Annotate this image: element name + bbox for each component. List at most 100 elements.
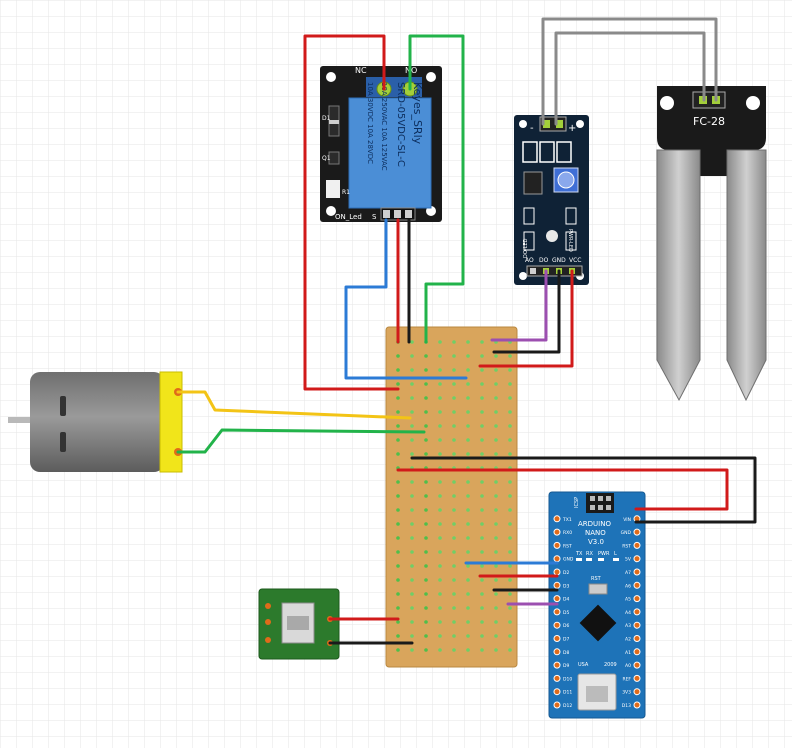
arduino-pin-label: D12 bbox=[563, 703, 572, 709]
arduino-pin-left bbox=[553, 581, 561, 589]
arduino-pin-label: GND bbox=[563, 557, 574, 563]
perfboard-hole bbox=[494, 410, 498, 414]
perfboard-hole bbox=[494, 438, 498, 442]
usb-power-module bbox=[258, 588, 340, 660]
perfboard-hole bbox=[410, 382, 414, 386]
perfboard-hole bbox=[410, 340, 414, 344]
sensor-pin-gnd: GND bbox=[552, 257, 566, 264]
perfboard-hole bbox=[396, 536, 400, 540]
perfboard-hole bbox=[438, 396, 442, 400]
perfboard-hole bbox=[508, 368, 512, 372]
perfboard-hole bbox=[466, 382, 470, 386]
arduino-pin-label: REF bbox=[622, 676, 631, 682]
perfboard-hole bbox=[466, 634, 470, 638]
sensor-pwr-led-label: PWR-LED bbox=[567, 229, 573, 252]
arduino-tx-label: TX bbox=[575, 551, 583, 557]
arduino-pin-right bbox=[633, 581, 641, 589]
wire-probe-gray-2 bbox=[541, 17, 718, 126]
arduino-line2: NANO bbox=[585, 529, 606, 537]
perfboard-hole bbox=[508, 634, 512, 638]
perfboard-hole bbox=[494, 648, 498, 652]
arduino-pin-left bbox=[553, 568, 561, 576]
perfboard-hole bbox=[494, 634, 498, 638]
perfboard-hole bbox=[508, 550, 512, 554]
arduino-pin-label: A3 bbox=[625, 623, 631, 629]
perfboard-hole bbox=[480, 480, 484, 484]
relay-cube bbox=[348, 97, 432, 209]
perfboard-hole bbox=[410, 620, 414, 624]
perfboard-hole bbox=[424, 606, 428, 610]
relay-transistor bbox=[328, 151, 340, 165]
arduino-pin-right bbox=[633, 674, 641, 682]
perfboard-hole bbox=[466, 340, 470, 344]
arduino-pin-label: A7 bbox=[625, 570, 631, 576]
perfboard-hole bbox=[508, 452, 512, 456]
perfboard-hole bbox=[452, 508, 456, 512]
perfboard-hole bbox=[410, 508, 414, 512]
perfboard-hole bbox=[480, 354, 484, 358]
arduino-pin-left bbox=[553, 635, 561, 642]
perfboard-hole bbox=[396, 578, 400, 582]
arduino-pin-right bbox=[633, 648, 641, 656]
sensor-top-pin bbox=[556, 120, 563, 128]
wire-arduino-vin-red bbox=[396, 468, 729, 511]
perfboard-hole bbox=[466, 606, 470, 610]
arduino-pin-left bbox=[553, 541, 561, 549]
perfboard-hole bbox=[494, 396, 498, 400]
perfboard-hole bbox=[508, 522, 512, 526]
sensor-plus-label: + bbox=[568, 123, 576, 134]
perfboard-hole bbox=[466, 592, 470, 596]
perfboard-hole bbox=[452, 494, 456, 498]
perfboard-hole bbox=[410, 480, 414, 484]
perfboard-hole bbox=[452, 522, 456, 526]
perfboard-hole bbox=[410, 550, 414, 554]
perfboard-hole bbox=[452, 564, 456, 568]
perfboard-hole bbox=[438, 382, 442, 386]
perfboard-hole bbox=[396, 592, 400, 596]
perfboard-hole bbox=[424, 564, 428, 568]
perfboard-hole bbox=[466, 424, 470, 428]
relay-led-label: ON_Led bbox=[335, 213, 362, 221]
relay-resistor bbox=[326, 180, 340, 198]
arduino-pin-label: D4 bbox=[563, 597, 569, 603]
perfboard-hole bbox=[438, 340, 442, 344]
perfboard-hole bbox=[480, 340, 484, 344]
motor-body bbox=[30, 372, 164, 472]
perfboard-hole bbox=[480, 606, 484, 610]
relay-pin bbox=[394, 210, 401, 218]
perfboard-hole bbox=[410, 648, 414, 652]
perfboard-hole bbox=[438, 564, 442, 568]
perfboard-hole bbox=[424, 494, 428, 498]
perfboard-hole bbox=[494, 550, 498, 554]
perfboard-hole bbox=[508, 592, 512, 596]
arduino-pin-right bbox=[633, 701, 641, 709]
perfboard-hole bbox=[466, 578, 470, 582]
arduino-pin-right bbox=[633, 595, 641, 603]
sensor-ic bbox=[523, 171, 543, 195]
arduino-pin-label: D2 bbox=[563, 570, 569, 576]
perfboard-hole bbox=[438, 550, 442, 554]
perfboard-hole bbox=[438, 592, 442, 596]
perfboard-hole bbox=[410, 396, 414, 400]
perfboard-hole bbox=[494, 508, 498, 512]
perfboard-hole bbox=[494, 382, 498, 386]
perfboard-hole bbox=[452, 382, 456, 386]
perfboard-hole bbox=[424, 410, 428, 414]
arduino-line1: ARDUINO bbox=[578, 520, 611, 528]
perfboard-hole bbox=[424, 354, 428, 358]
arduino-pin-label: D6 bbox=[563, 623, 569, 629]
arduino-pin-right bbox=[633, 621, 641, 629]
relay-s-label: S bbox=[372, 213, 377, 221]
arduino-pin-label: A0 bbox=[625, 663, 631, 669]
arduino-pin-right bbox=[633, 688, 641, 696]
arduino-reset-button bbox=[588, 583, 608, 595]
perfboard-hole bbox=[508, 438, 512, 442]
arduino-pin-label: TX1 bbox=[562, 517, 572, 523]
perfboard-hole bbox=[480, 536, 484, 540]
perfboard-hole bbox=[452, 354, 456, 358]
perfboard-hole bbox=[480, 550, 484, 554]
perfboard-hole bbox=[396, 368, 400, 372]
perfboard-hole bbox=[424, 382, 428, 386]
perfboard-hole bbox=[480, 424, 484, 428]
arduino-pin-left bbox=[553, 608, 561, 616]
